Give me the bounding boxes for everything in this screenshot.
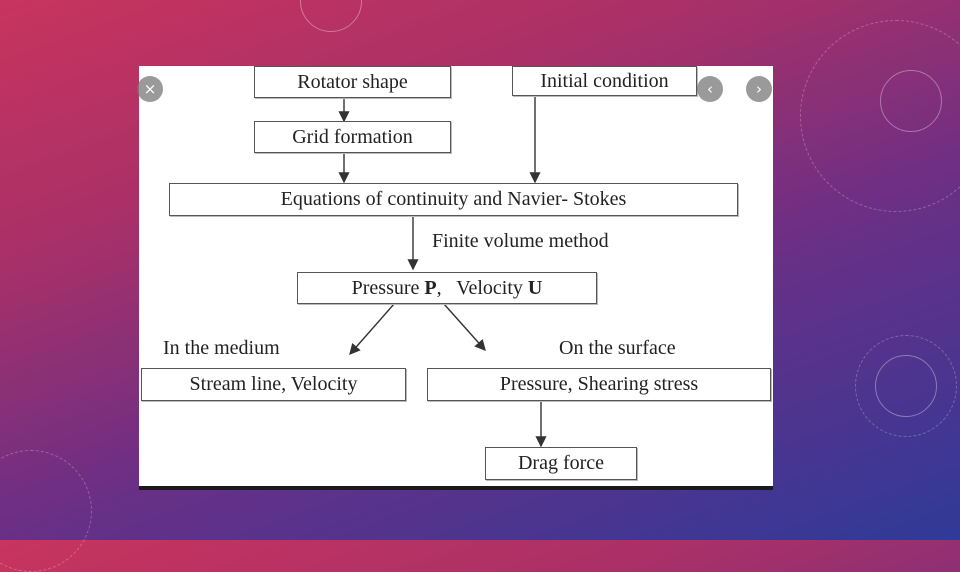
node-pressure-velocity: Pressure P, Velocity U	[297, 272, 597, 304]
node-initial-condition: Initial condition	[512, 66, 697, 96]
flowchart-slide: Rotator shape Initial condition Grid for…	[139, 66, 773, 490]
arrow-pressure-to-medium	[350, 304, 394, 354]
close-icon[interactable]: ×	[137, 76, 163, 102]
chevron-left-icon[interactable]: ‹	[697, 76, 723, 102]
node-initial-condition-text: Initial condition	[540, 70, 668, 93]
node-drag-force: Drag force	[485, 447, 637, 480]
node-streamline-velocity: Stream line, Velocity	[141, 368, 406, 401]
label-finite-volume-method: Finite volume method	[432, 230, 609, 253]
node-pressure-shearing-stress: Pressure, Shearing stress	[427, 368, 771, 401]
arrow-pressure-to-surface	[444, 304, 485, 350]
node-equations: Equations of continuity and Navier- Stok…	[169, 183, 738, 216]
node-grid-formation-text: Grid formation	[292, 126, 413, 149]
label-on-the-surface: On the surface	[559, 337, 676, 360]
node-streamline-text: Stream line, Velocity	[190, 373, 358, 396]
node-pressure-text: Pressure	[352, 277, 420, 300]
label-in-the-medium: In the medium	[163, 337, 280, 360]
background-dial-lower-left	[0, 450, 92, 572]
background-circle-right	[880, 70, 942, 132]
node-rotator-shape: Rotator shape	[254, 66, 451, 98]
pressure-symbol: P	[424, 277, 436, 300]
node-grid-formation: Grid formation	[254, 121, 451, 153]
velocity-symbol: U	[528, 277, 542, 300]
node-velocity-text: , Velocity	[437, 277, 523, 300]
node-surface-text: Pressure, Shearing stress	[500, 373, 698, 396]
background-circle-lower-right	[875, 355, 937, 417]
node-drag-force-text: Drag force	[518, 452, 604, 475]
node-equations-text: Equations of continuity and Navier- Stok…	[281, 188, 627, 211]
chevron-right-icon[interactable]: ›	[746, 76, 772, 102]
node-rotator-shape-text: Rotator shape	[297, 71, 408, 94]
background-circle-top	[300, 0, 362, 32]
